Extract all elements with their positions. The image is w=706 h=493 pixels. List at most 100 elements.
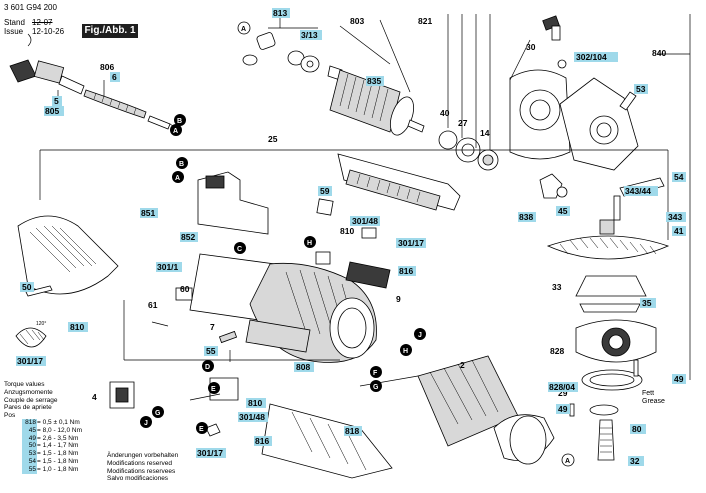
label-840: 840: [652, 48, 666, 58]
svg-text:F: F: [373, 370, 378, 377]
torque-pos: 54: [22, 457, 37, 466]
torque-row: 55= 1,0 - 1,8 Nm: [4, 465, 82, 474]
label-343-44: 343/44: [625, 186, 651, 196]
label-60: 60: [180, 284, 190, 294]
svg-text:A: A: [173, 128, 178, 135]
label-32: 32: [630, 456, 640, 466]
label-35: 35: [642, 298, 652, 308]
svg-text:A: A: [565, 458, 570, 465]
label-5: 5: [54, 96, 59, 106]
torque-pos: 49: [22, 434, 37, 443]
document-number: 3 601 G94 200: [4, 3, 57, 12]
notice-fr: Modifications reservees: [107, 467, 176, 475]
label-835: 835: [367, 76, 381, 86]
svg-text:A: A: [241, 26, 246, 33]
label-852: 852: [181, 232, 195, 242]
svg-text:G: G: [373, 384, 379, 391]
torque-pos-heading: Pos: [4, 412, 16, 420]
label-27: 27: [458, 118, 468, 128]
label-301-17-b: 301/17: [17, 356, 43, 366]
stand-value: 12-07: [32, 18, 53, 27]
label-30: 30: [526, 42, 536, 52]
label-816-a: 816: [399, 266, 413, 276]
torque-pos: 818: [22, 419, 37, 427]
torque-row: 50= 1,4 - 1,7 Nm: [4, 442, 82, 451]
torque-row: 45= 8,0 - 12,0 Nm: [4, 426, 82, 435]
torque-row: 818= 0,5 ± 0,1 Nm: [4, 419, 82, 427]
label-808: 808: [296, 362, 310, 372]
torque-titles: Torque values Anzugsmomente Couple de se…: [4, 381, 57, 420]
torque-title-de: Anzugsmomente: [4, 388, 53, 396]
svg-text:E: E: [211, 386, 216, 393]
torque-value: = 1,0 - 1,8 Nm: [37, 465, 79, 473]
torque-pos: 55: [22, 465, 37, 474]
label-838: 838: [519, 212, 533, 222]
svg-text:B: B: [177, 118, 182, 125]
label-828-04: 828/04: [549, 382, 575, 392]
label-805: 805: [45, 106, 59, 116]
label-53: 53: [636, 84, 646, 94]
label-301-17-a: 301/17: [398, 238, 424, 248]
torque-title-es: Pares de apriete: [4, 404, 52, 412]
label-2: 2: [460, 360, 465, 370]
torque-pos: 50: [22, 442, 37, 451]
angle-note: 120°: [36, 321, 47, 327]
label-45: 45: [558, 206, 568, 216]
armature-group: [242, 14, 425, 136]
label-33: 33: [552, 282, 562, 292]
stand-label: Stand: [4, 18, 25, 27]
stator-group: [109, 355, 555, 479]
torque-row: 49= 2,6 - 3,5 Nm: [4, 434, 82, 443]
issue-value: 12-10-26: [32, 27, 65, 36]
guard-group: [15, 215, 119, 348]
grease-en: Grease: [642, 398, 665, 405]
label-59: 59: [320, 186, 330, 196]
svg-text:E: E: [199, 426, 204, 433]
label-302-104: 302/104: [576, 52, 607, 62]
label-49-b: 49: [558, 404, 568, 414]
label-7: 7: [210, 322, 215, 332]
label-61: 61: [148, 300, 158, 310]
svg-text:H: H: [307, 240, 312, 247]
label-806: 806: [100, 62, 114, 72]
label-301-48-a: 301/48: [352, 216, 378, 226]
torque-value: = 0,5 ± 0,1 Nm: [37, 419, 80, 426]
label-803: 803: [350, 16, 364, 26]
label-80: 80: [632, 424, 642, 434]
label-4: 4: [92, 392, 97, 402]
label-851: 851: [141, 208, 155, 218]
grease-de: Fett: [642, 390, 655, 397]
label-810-c: 810: [248, 398, 262, 408]
label-40: 40: [440, 108, 450, 118]
label-813: 813: [273, 8, 287, 18]
svg-text:H: H: [403, 348, 408, 355]
svg-text:A: A: [175, 175, 180, 182]
label-816-b: 816: [255, 436, 269, 446]
label-818: 818: [345, 426, 359, 436]
main-housing-group: [39, 149, 669, 363]
torque-title-fr: Couple de serrage: [4, 396, 58, 404]
label-49-a: 49: [674, 374, 684, 384]
notice-de: Änderungen vorbehalten: [107, 452, 179, 459]
label-301-1: 301/1: [157, 262, 179, 272]
svg-text:B: B: [179, 161, 184, 168]
torque-table: 818= 0,5 ± 0,1 Nm 45= 8,0 - 12,0 Nm 49= …: [4, 419, 82, 474]
power-cord-group: [9, 33, 177, 130]
torque-value: = 1,5 - 1,8 Nm: [37, 457, 79, 465]
label-29: 29: [558, 388, 568, 398]
torque-row: 54= 1,5 - 1,8 Nm: [4, 457, 82, 466]
figure-label: Fig./Abb. 1: [82, 24, 138, 38]
label-25: 25: [268, 134, 278, 144]
label-343: 343: [668, 212, 682, 222]
label-9: 9: [396, 294, 401, 304]
label-41: 41: [674, 226, 684, 236]
svg-text:J: J: [418, 332, 422, 339]
torque-value: = 8,0 - 12,0 Nm: [37, 426, 82, 434]
label-6: 6: [112, 72, 117, 82]
notice-en: Modifications reserved: [107, 459, 173, 467]
label-828: 828: [550, 346, 564, 356]
part-labels: 813 803 3/13 835 821 30 302/104 840 806 …: [16, 8, 686, 466]
torque-row: 53= 1,5 - 1,8 Nm: [4, 450, 82, 458]
